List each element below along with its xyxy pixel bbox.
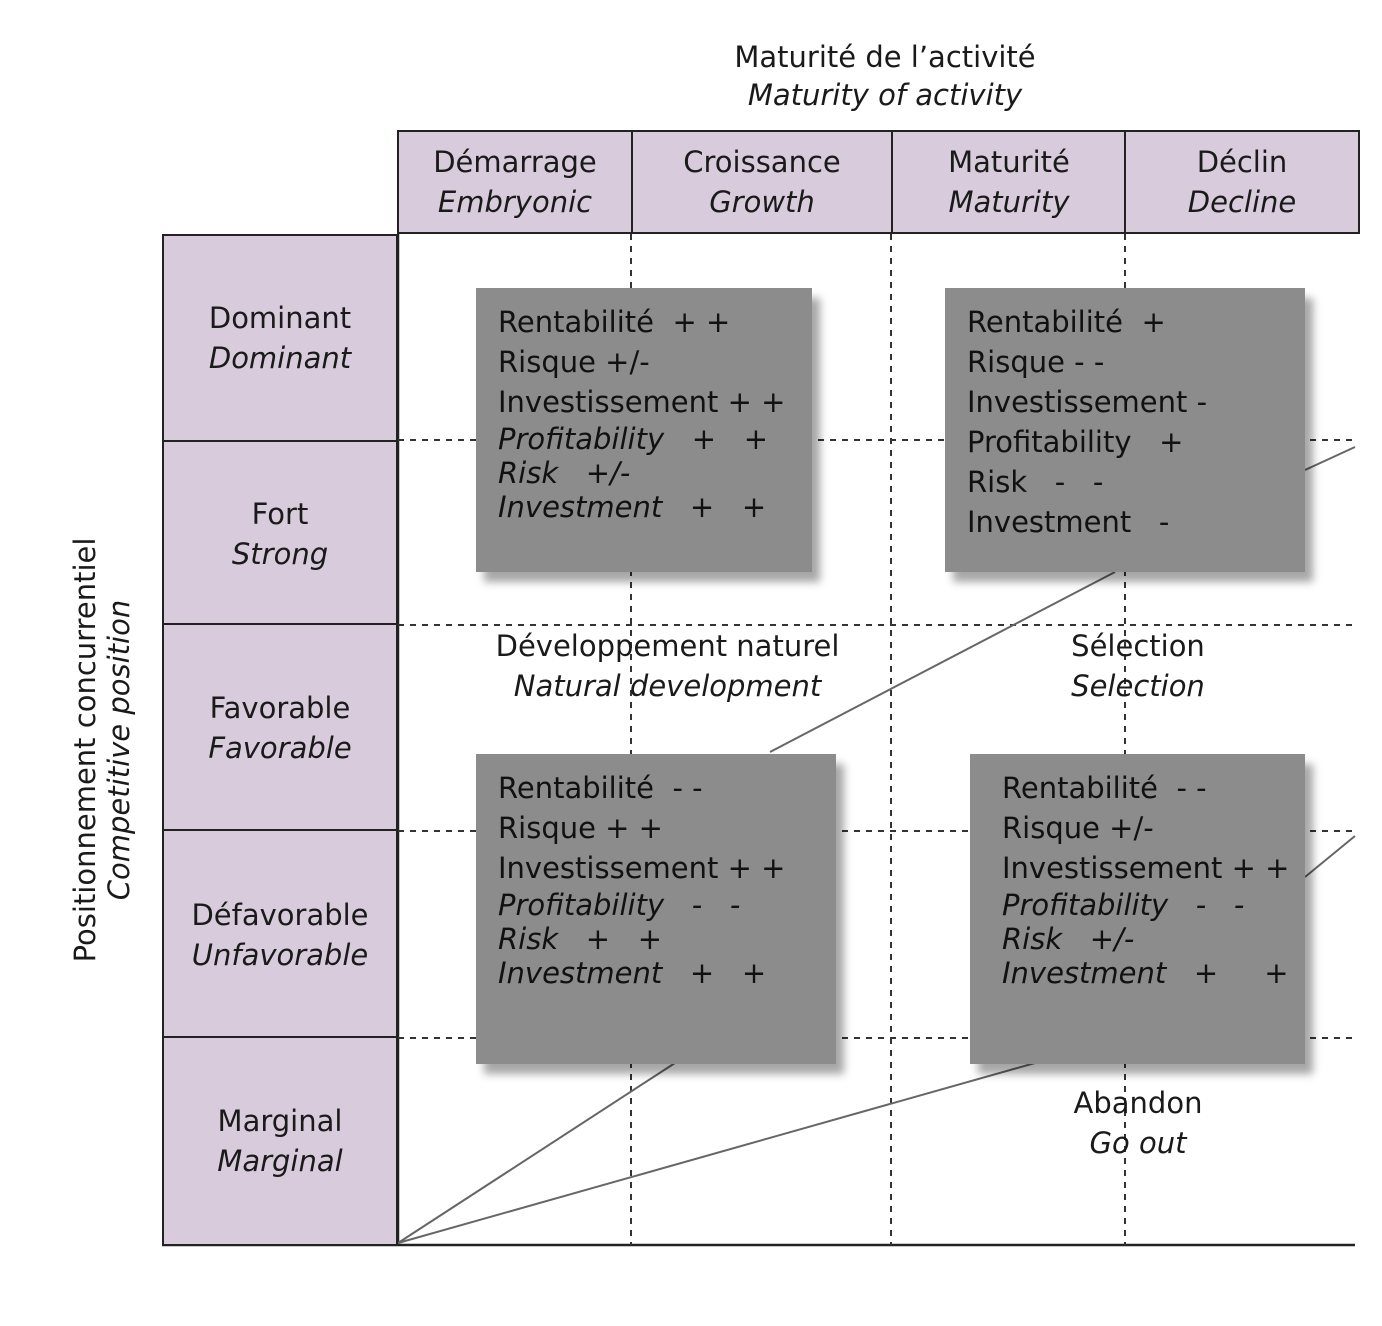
row-header-fr: Marginal — [217, 1104, 343, 1138]
box-line-en: Investment + + — [498, 490, 767, 524]
box-line: Investissement + + — [498, 851, 786, 885]
box-line: Rentabilité + — [967, 305, 1166, 339]
zone-label-fr: Développement naturel — [495, 629, 840, 663]
col-header-en: Decline — [1187, 185, 1297, 219]
box-line-en: Risk +/- — [1002, 922, 1135, 956]
box-line: Risque - - — [967, 345, 1105, 379]
box-line: Investissement + + — [1002, 851, 1290, 885]
row-header-en: Favorable — [208, 731, 352, 765]
box-line-en: Profitability - - — [498, 888, 741, 922]
row-header-favorable: Favorable Favorable — [162, 623, 398, 833]
strategy-box-embryonic-dominant: Rentabilité + + Risque +/- Investissemen… — [476, 288, 812, 572]
row-header-en: Dominant — [208, 341, 352, 375]
box-line-en: Profitability + + — [498, 422, 769, 456]
box-line-en: Investment + + — [1002, 956, 1289, 990]
col-header-en: Growth — [709, 185, 815, 219]
strategy-box-maturity-dominant: Rentabilité + Risque - - Investissement … — [945, 288, 1305, 572]
box-line: Risque +/- — [498, 345, 650, 379]
row-header-en: Unfavorable — [191, 937, 369, 972]
box-line: Rentabilité - - — [498, 771, 703, 805]
box-line-en: Risk +/- — [498, 456, 631, 490]
box-line-en: Investment - — [967, 505, 1170, 539]
zone-go-out: Abandon Go out — [1040, 1083, 1236, 1163]
zone-label-en: Selection — [1071, 669, 1205, 703]
row-header-en: Marginal — [217, 1144, 343, 1178]
strategy-box-maturity-unfavorable: Rentabilité - - Risque +/- Investissemen… — [970, 754, 1305, 1064]
chart-title-fr: Maturité de l’activité — [734, 40, 1036, 74]
box-line-en: Profitability - - — [1002, 888, 1245, 922]
box-line-en: Profitability + — [967, 425, 1184, 459]
strategy-box-embryonic-unfavorable: Rentabilité - - Risque + + Investissemen… — [476, 754, 836, 1064]
box-line-en: Risk - - — [967, 465, 1104, 499]
zone-label-fr: Abandon — [1073, 1086, 1203, 1120]
row-header-marginal: Marginal Marginal — [162, 1036, 398, 1246]
zone-selection: Sélection Selection — [1040, 626, 1236, 706]
col-header-fr: Déclin — [1196, 145, 1288, 179]
box-line-en: Investment + + — [498, 956, 767, 990]
box-line: Rentabilité - - — [1002, 771, 1207, 805]
row-header-en: Strong — [231, 536, 329, 571]
zone-label-en: Natural development — [513, 669, 822, 703]
zone-label-en: Go out — [1089, 1126, 1187, 1160]
row-header-fr: Fort — [251, 496, 309, 531]
col-header-en: Maturity — [948, 185, 1070, 219]
box-line: Risque +/- — [1002, 811, 1154, 845]
zone-label-fr: Sélection — [1071, 629, 1205, 663]
col-header-growth: Croissance Growth — [631, 130, 893, 234]
col-header-maturity: Maturité Maturity — [891, 130, 1127, 234]
box-line: Investissement - — [967, 385, 1208, 419]
row-header-fr: Dominant — [208, 301, 352, 335]
col-header-en: Embryonic — [437, 185, 593, 219]
col-header-decline: Déclin Decline — [1124, 130, 1360, 234]
box-line: Rentabilité + + — [498, 305, 731, 339]
row-header-unfavorable: Défavorable Unfavorable — [162, 829, 398, 1040]
col-header-fr: Croissance — [683, 145, 841, 179]
box-line: Risque + + — [498, 811, 663, 845]
col-header-fr: Maturité — [948, 145, 1070, 179]
zone-natural-development: Développement naturel Natural developmen… — [470, 626, 865, 706]
col-header-embryonic: Démarrage Embryonic — [397, 130, 633, 234]
chart-title-en: Maturity of activity — [747, 78, 1023, 112]
row-header-fr: Favorable — [209, 691, 351, 725]
box-line: Investissement + + — [498, 385, 786, 419]
col-header-fr: Démarrage — [433, 145, 597, 179]
row-header-fr: Défavorable — [191, 897, 369, 932]
box-line-en: Risk + + — [498, 922, 663, 956]
row-header-strong: Fort Strong — [162, 440, 398, 627]
row-header-dominant: Dominant Dominant — [162, 234, 398, 442]
